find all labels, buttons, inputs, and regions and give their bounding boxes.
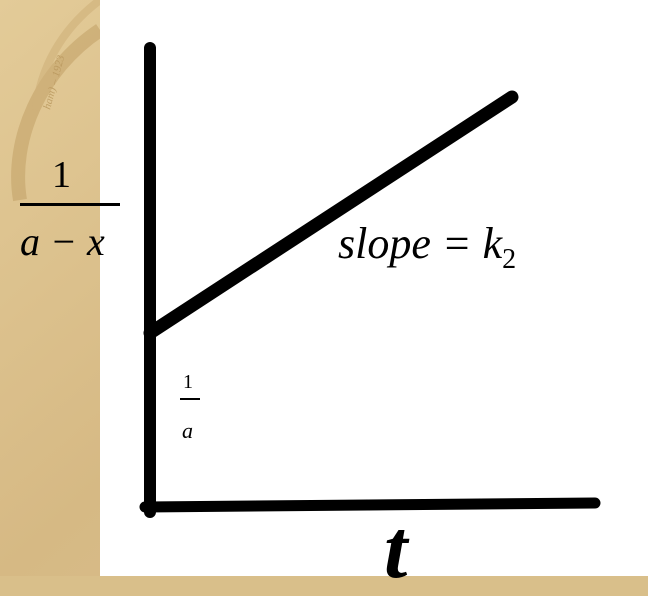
x-axis — [139, 497, 601, 513]
ylabel-fraction-bar — [20, 203, 120, 206]
chart — [139, 42, 601, 518]
intercept-fraction-bar — [180, 398, 200, 400]
intercept-numerator: 1 — [183, 371, 193, 393]
ylabel-numerator: 1 — [52, 154, 71, 196]
series-line — [143, 90, 519, 340]
slope-annotation: slope = k2 — [338, 222, 516, 274]
slope-text: slope = k — [338, 219, 503, 268]
ylabel-denominator: a − x — [20, 219, 105, 264]
intercept-denominator: a — [182, 418, 193, 443]
xlabel: t — [384, 503, 408, 596]
slope-subscript: 2 — [502, 244, 517, 275]
decorative-arc-inner — [32, 0, 103, 111]
chart-panel — [100, 0, 648, 576]
